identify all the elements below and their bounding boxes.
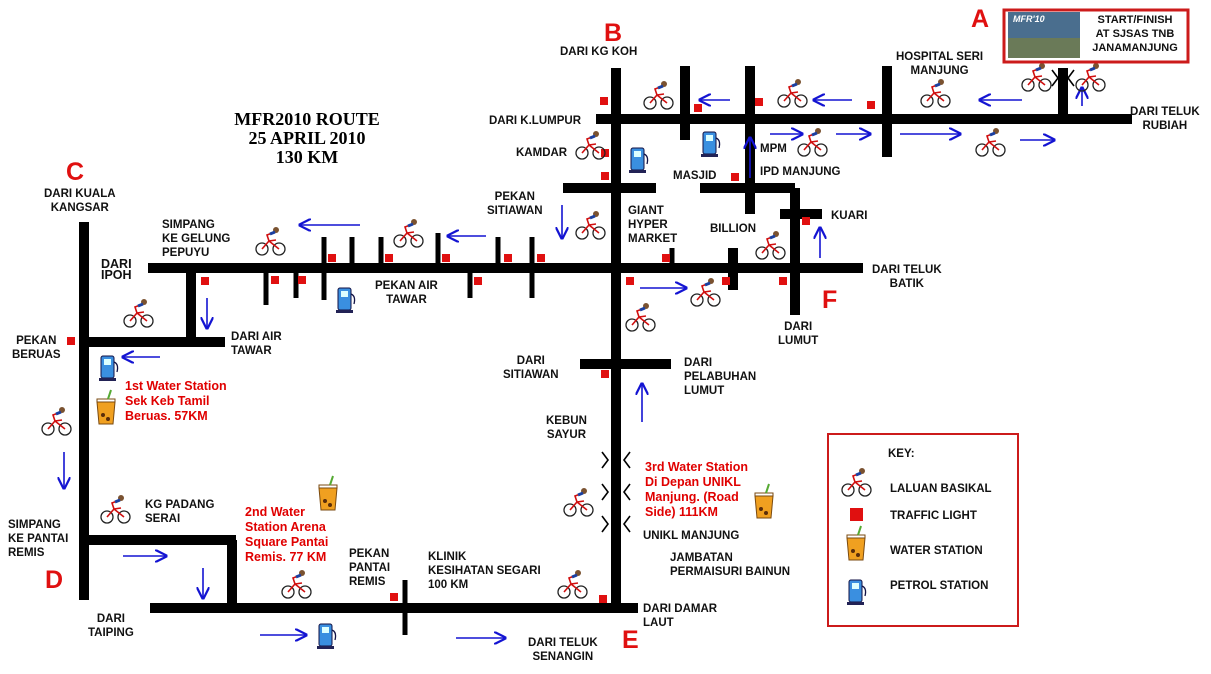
label-unikl: UNIKL MANJUNG bbox=[643, 530, 740, 542]
label-kamdar: KAMDAR bbox=[516, 147, 568, 159]
label-masjid: MASJID bbox=[673, 170, 717, 182]
label-ipd: IPD MANJUNG bbox=[760, 166, 841, 178]
checkpoint-a: A bbox=[971, 5, 990, 33]
key-title: KEY: bbox=[888, 448, 915, 460]
key-item-bike: LALUAN BASIKAL bbox=[890, 483, 992, 495]
checkpoint-e: E bbox=[622, 626, 639, 654]
label-kuari: KUARI bbox=[831, 210, 868, 222]
checkpoint-c: C bbox=[66, 158, 85, 186]
roads bbox=[79, 66, 1132, 613]
checkpoint-b: B bbox=[604, 19, 623, 47]
label-dari-klumpur: DARI K.LUMPUR bbox=[489, 115, 581, 127]
key-item-petrol: PETROL STATION bbox=[890, 580, 989, 592]
checkpoint-d: D bbox=[45, 566, 64, 594]
label-dari-kg-koh: DARI KG KOH bbox=[560, 46, 638, 58]
key-box bbox=[827, 433, 1019, 627]
label-billion: BILLION bbox=[710, 223, 756, 235]
route-arrows bbox=[64, 88, 1082, 638]
key-item-traffic-light: TRAFFIC LIGHT bbox=[890, 510, 977, 522]
key-item-water: WATER STATION bbox=[890, 545, 983, 557]
start-logo-text: MFR'10 bbox=[1013, 14, 1045, 24]
label-mpm: MPM bbox=[760, 143, 787, 155]
start-box bbox=[1002, 8, 1190, 64]
checkpoint-f: F bbox=[822, 286, 838, 314]
